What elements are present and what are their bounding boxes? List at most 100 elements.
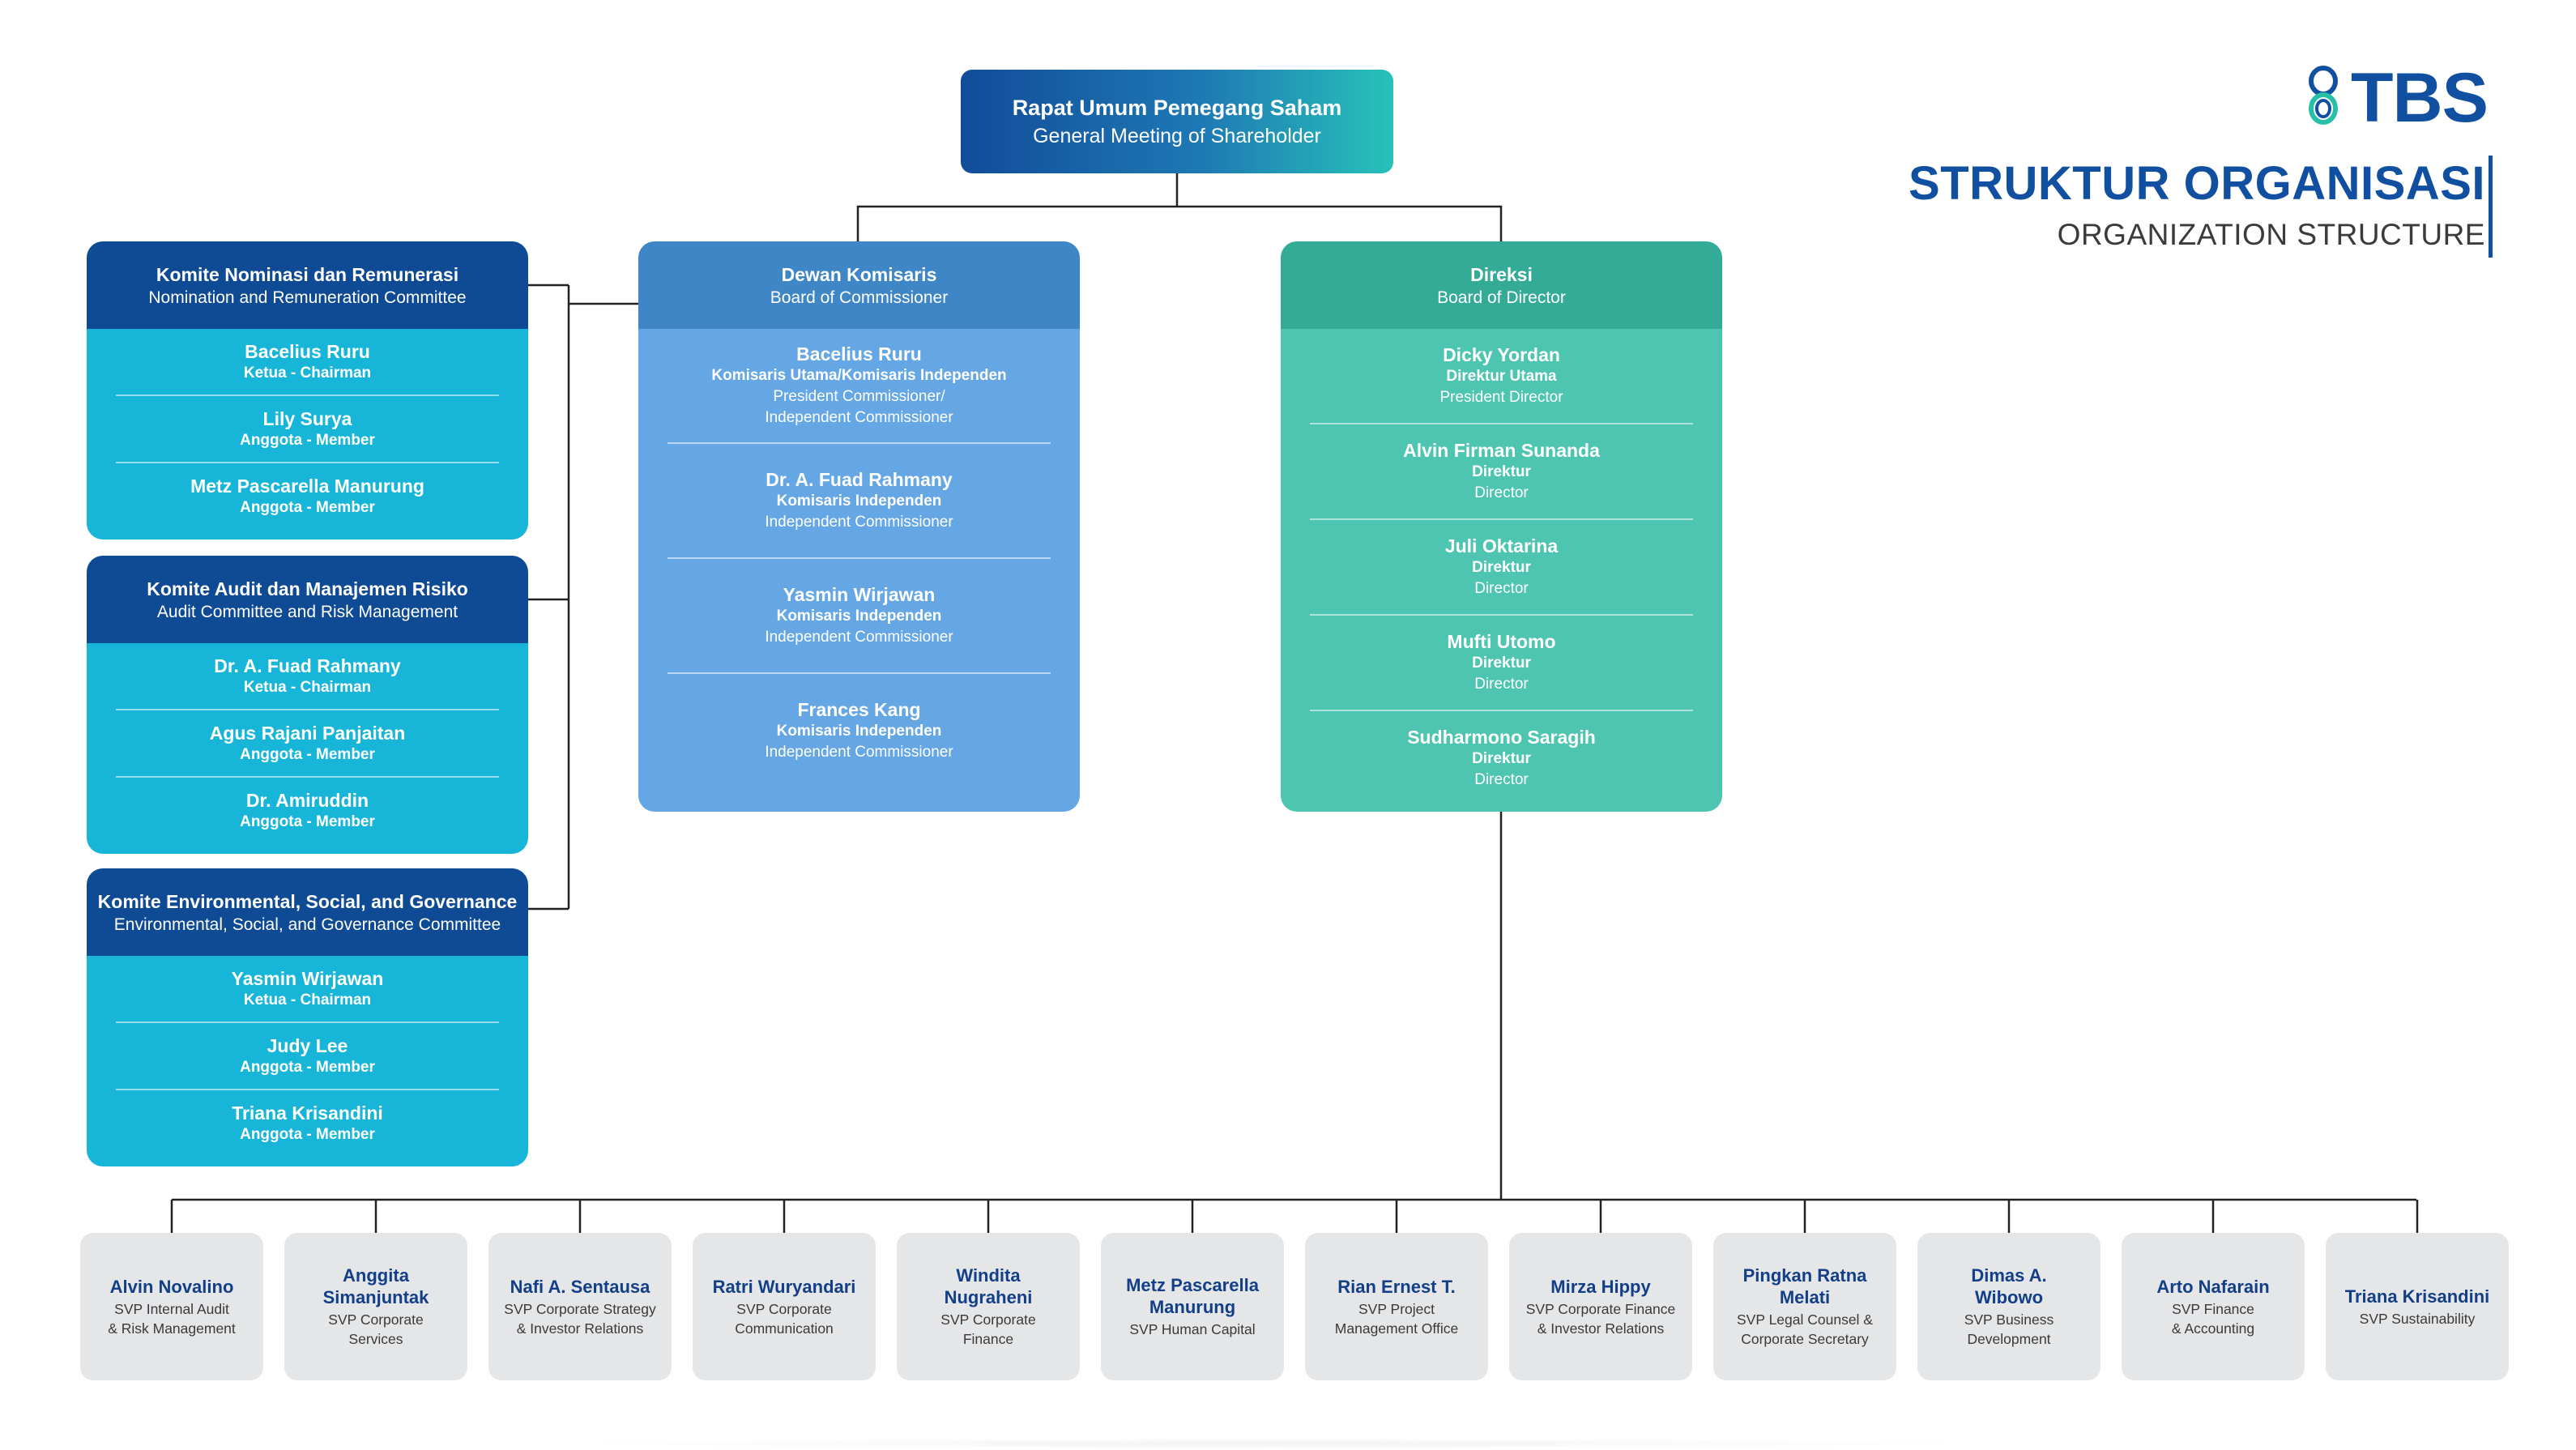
member-role-en: Independent Commissioner — [765, 514, 953, 531]
svp-title: SVP Finance — [2172, 1300, 2254, 1317]
member-name: Lily Surya — [262, 407, 352, 429]
member-name: Triana Krisandini — [232, 1102, 383, 1124]
member-role-id: Komisaris Independen — [776, 493, 942, 510]
committee-header: Komite Environmental, Social, and Govern… — [87, 868, 528, 956]
member-role-id: Komisaris Utama/Komisaris Independen — [711, 367, 1007, 384]
svp-title-2: & Investor Relations — [516, 1320, 644, 1337]
svp-card: Nafi A. Sentausa SVP Corporate Strategy … — [488, 1233, 672, 1380]
member-role-id: Direktur — [1472, 750, 1531, 767]
svp-title-2: Corporate Secretary — [1741, 1331, 1869, 1347]
svp-name-2: Nugraheni — [944, 1287, 1033, 1307]
member-role-id: Direktur — [1472, 559, 1531, 576]
committee-member: Yasmin Wirjawan Ketua - Chairman — [87, 956, 528, 1021]
svp-title: SVP Sustainability — [2359, 1310, 2476, 1327]
member-role-en: President Commissioner/ — [773, 388, 945, 405]
svp-name-2: Manurung — [1149, 1297, 1236, 1317]
svp-title: SVP Corporate — [736, 1300, 832, 1317]
svp-card: Pingkan Ratna Melati SVP Legal Counsel &… — [1713, 1233, 1896, 1380]
svp-name: Metz Pascarella — [1126, 1275, 1259, 1295]
member-name: Dicky Yordan — [1443, 344, 1560, 365]
member-name: Yasmin Wirjawan — [231, 967, 384, 989]
svp-title: SVP Business — [1964, 1311, 2054, 1328]
member-role-en: Director — [1474, 484, 1529, 501]
member-name: Alvin Firman Sunanda — [1403, 440, 1600, 461]
tbs-logo: TBS — [2301, 59, 2511, 137]
member-role-en-2: Independent Commissioner — [765, 409, 953, 426]
member-name: Agus Rajani Panjaitan — [209, 722, 406, 744]
member-name: Frances Kang — [797, 699, 921, 720]
svp-name: Rian Ernest T. — [1337, 1276, 1456, 1297]
directors-subtitle: Board of Director — [1437, 288, 1566, 307]
svp-title: SVP Human Capital — [1129, 1321, 1256, 1337]
divider — [1310, 518, 1693, 520]
member-role: Anggota - Member — [240, 812, 375, 830]
committee-member: Metz Pascarella Manurung Anggota - Membe… — [87, 463, 528, 529]
commissioner-member: Dr. A. Fuad Rahmany Komisaris Independen… — [638, 444, 1080, 557]
committee-title: Komite Nominasi dan Remunerasi — [156, 263, 459, 285]
svp-title-2: & Risk Management — [108, 1320, 236, 1337]
commissioners-subtitle: Board of Commissioner — [770, 288, 949, 307]
commissioner-member: Frances Kang Komisaris Independen Indepe… — [638, 674, 1080, 787]
svp-card: Anggita Simanjuntak SVP Corporate Servic… — [284, 1233, 467, 1380]
committee-title: Komite Environmental, Social, and Govern… — [97, 890, 518, 912]
committee-member: Dr. Amiruddin Anggota - Member — [87, 778, 528, 843]
divider — [116, 776, 499, 778]
svp-title-2: Development — [1967, 1331, 2051, 1347]
svp-title-2: Finance — [962, 1331, 1014, 1347]
member-role-en: Director — [1474, 580, 1529, 597]
committee-audit-risk: Komite Audit dan Manajemen Risiko Audit … — [87, 556, 528, 854]
svp-card: Alvin Novalino SVP Internal Audit & Risk… — [80, 1233, 263, 1380]
svp-title-2: Services — [348, 1331, 403, 1347]
committee-header: Komite Audit dan Manajemen Risiko Audit … — [87, 556, 528, 643]
brand-name: TBS — [2351, 59, 2489, 137]
svp-name: Mirza Hippy — [1550, 1276, 1651, 1297]
svp-card: Triana Krisandini SVP Sustainability — [2326, 1233, 2509, 1380]
member-name: Juli Oktarina — [1444, 535, 1559, 557]
svp-name-2: Simanjuntak — [322, 1287, 429, 1307]
member-role: Anggota - Member — [240, 1058, 375, 1076]
member-role-id: Komisaris Independen — [776, 608, 942, 625]
svp-card: Ratri Wuryandari SVP Corporate Communica… — [693, 1233, 876, 1380]
footer-shadow — [551, 1438, 1993, 1449]
svp-name: Dimas A. — [1971, 1265, 2047, 1286]
member-name: Dr. A. Fuad Rahmany — [214, 655, 401, 676]
member-name: Dr. Amiruddin — [245, 789, 369, 811]
member-name: Bacelius Ruru — [245, 340, 370, 362]
svp-card: Windita Nugraheni SVP Corporate Finance — [897, 1233, 1080, 1380]
committee-subtitle: Audit Committee and Risk Management — [156, 602, 458, 621]
member-name: Judy Lee — [267, 1034, 348, 1056]
committee-member: Dr. A. Fuad Rahmany Ketua - Chairman — [87, 643, 528, 709]
member-name: Mufti Utomo — [1447, 631, 1556, 652]
heading-accent-bar — [2489, 156, 2493, 258]
svp-title-2: Communication — [735, 1320, 834, 1337]
rups-subtitle: General Meeting of Shareholder — [1033, 125, 1321, 147]
svp-name: Ratri Wuryandari — [712, 1276, 856, 1297]
commissioner-member: Bacelius Ruru Komisaris Utama/Komisaris … — [638, 329, 1080, 442]
commissioners-header: Dewan Komisaris Board of Commissioner — [638, 241, 1080, 329]
divider — [1310, 423, 1693, 424]
member-role: Anggota - Member — [240, 431, 375, 449]
svp-name-2: Wibowo — [1974, 1287, 2044, 1307]
member-role-en: Independent Commissioner — [765, 629, 953, 646]
member-role: Ketua - Chairman — [243, 991, 372, 1009]
svp-title-2: & Accounting — [2171, 1320, 2255, 1337]
committee-esg: Komite Environmental, Social, and Govern… — [87, 868, 528, 1166]
committee-subtitle: Environmental, Social, and Governance Co… — [113, 915, 501, 934]
committee-title: Komite Audit dan Manajemen Risiko — [147, 578, 468, 599]
svp-card: Arto Nafarain SVP Finance & Accounting — [2122, 1233, 2305, 1380]
member-name: Bacelius Ruru — [796, 343, 922, 365]
rups-title: Rapat Umum Pemegang Saham — [1012, 96, 1342, 120]
svp-title: SVP Internal Audit — [114, 1300, 229, 1317]
member-role-id: Direktur — [1472, 655, 1531, 672]
member-role: Anggota - Member — [240, 498, 375, 516]
board-of-directors: Direksi Board of Director Dicky Yordan D… — [1281, 241, 1722, 812]
member-name: Dr. A. Fuad Rahmany — [766, 469, 953, 490]
member-role-id: Komisaris Independen — [776, 723, 942, 740]
svp-title: SVP Corporate — [940, 1311, 1036, 1328]
committee-subtitle: Nomination and Remuneration Committee — [148, 288, 467, 307]
board-of-commissioners: Dewan Komisaris Board of Commissioner Ba… — [638, 241, 1080, 812]
member-role-en: Independent Commissioner — [765, 744, 953, 761]
svp-card: Metz Pascarella Manurung SVP Human Capit… — [1101, 1233, 1284, 1380]
svp-title: SVP Corporate Strategy — [504, 1300, 656, 1317]
